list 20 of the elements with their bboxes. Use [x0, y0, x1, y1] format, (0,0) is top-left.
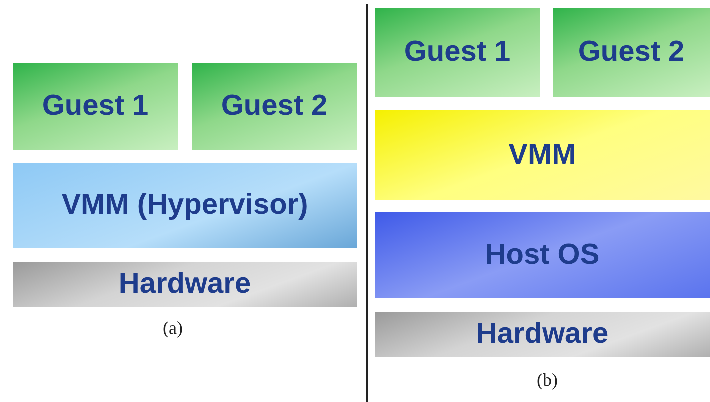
layer-label: VMM (Hypervisor) [62, 189, 308, 222]
layer-label: Guest 2 [578, 36, 685, 69]
panel-caption: (a) [163, 318, 183, 339]
layer-label: Hardware [476, 318, 609, 351]
guest-layer [192, 63, 357, 150]
hypervisor-layer [13, 163, 357, 248]
guest-layer [553, 8, 710, 97]
layer-label: Guest 1 [404, 36, 511, 69]
hardware-layer [375, 312, 710, 357]
hardware-layer [13, 262, 357, 307]
vmm-layer [375, 110, 710, 200]
layer-label: Guest 1 [42, 90, 149, 123]
host-os-layer [375, 212, 710, 298]
guest-layer [375, 8, 540, 97]
layer-label: Guest 2 [221, 90, 328, 123]
layer-label: Host OS [485, 238, 600, 272]
panel-caption: (b) [537, 370, 558, 391]
guest-layer [13, 63, 178, 150]
layer-label: Hardware [118, 268, 252, 301]
layer-label: VMM [508, 138, 576, 172]
